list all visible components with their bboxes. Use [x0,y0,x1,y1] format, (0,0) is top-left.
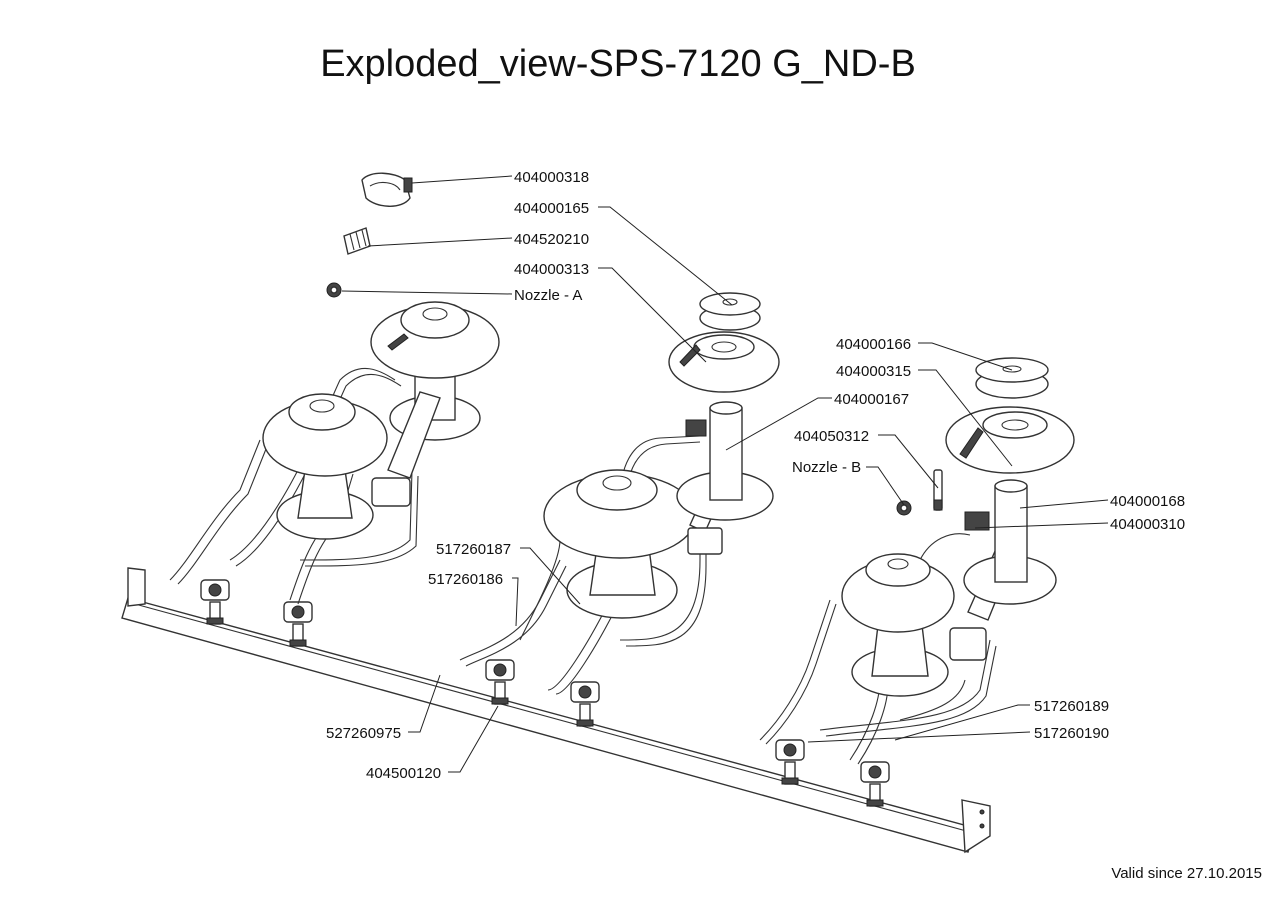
small-parts-top-left [326,172,413,298]
callout-404000168: 404000168 [1110,493,1185,510]
burner-center-front [543,469,731,619]
callout-404000313: 404000313 [514,261,589,278]
burner-center-back [676,401,774,521]
callout-404000318: 404000318 [514,169,589,186]
callout-404500120: 404500120 [366,765,441,782]
manifold-bar [121,567,991,854]
nozzle-b-parts [896,469,943,516]
burner-front-left [262,391,441,540]
callout-nozzle-a: Nozzle - A [514,287,582,304]
exploded-parts-center [668,292,780,393]
gas-tubes [169,367,997,765]
callout-517260190: 517260190 [1034,725,1109,742]
page-title: Exploded_view-SPS-7120 G_ND-B [320,43,916,85]
callout-labels: 404000318 404000165 404520210 404000313 … [326,169,1185,782]
callout-404000310: 404000310 [1110,516,1185,533]
callout-404000166: 404000166 [836,336,911,353]
callout-leaders [341,175,1109,773]
callout-404520210: 404520210 [514,231,589,248]
callout-517260186: 517260186 [428,571,503,588]
burner-back-left [370,301,500,441]
validity-note: Valid since 27.10.2015 [1111,865,1262,882]
valve-assembly [200,579,890,807]
callout-404000315: 404000315 [836,363,911,380]
callout-527260975: 527260975 [326,725,401,742]
exploded-parts-right [945,357,1075,474]
burner-right-back [963,479,1057,605]
callout-nozzle-b: Nozzle - B [792,459,861,476]
callout-517260187: 517260187 [436,541,511,558]
callout-404000165: 404000165 [514,200,589,217]
callout-404050312: 404050312 [794,428,869,445]
callout-404000167: 404000167 [834,391,909,408]
callout-517260189: 517260189 [1034,698,1109,715]
